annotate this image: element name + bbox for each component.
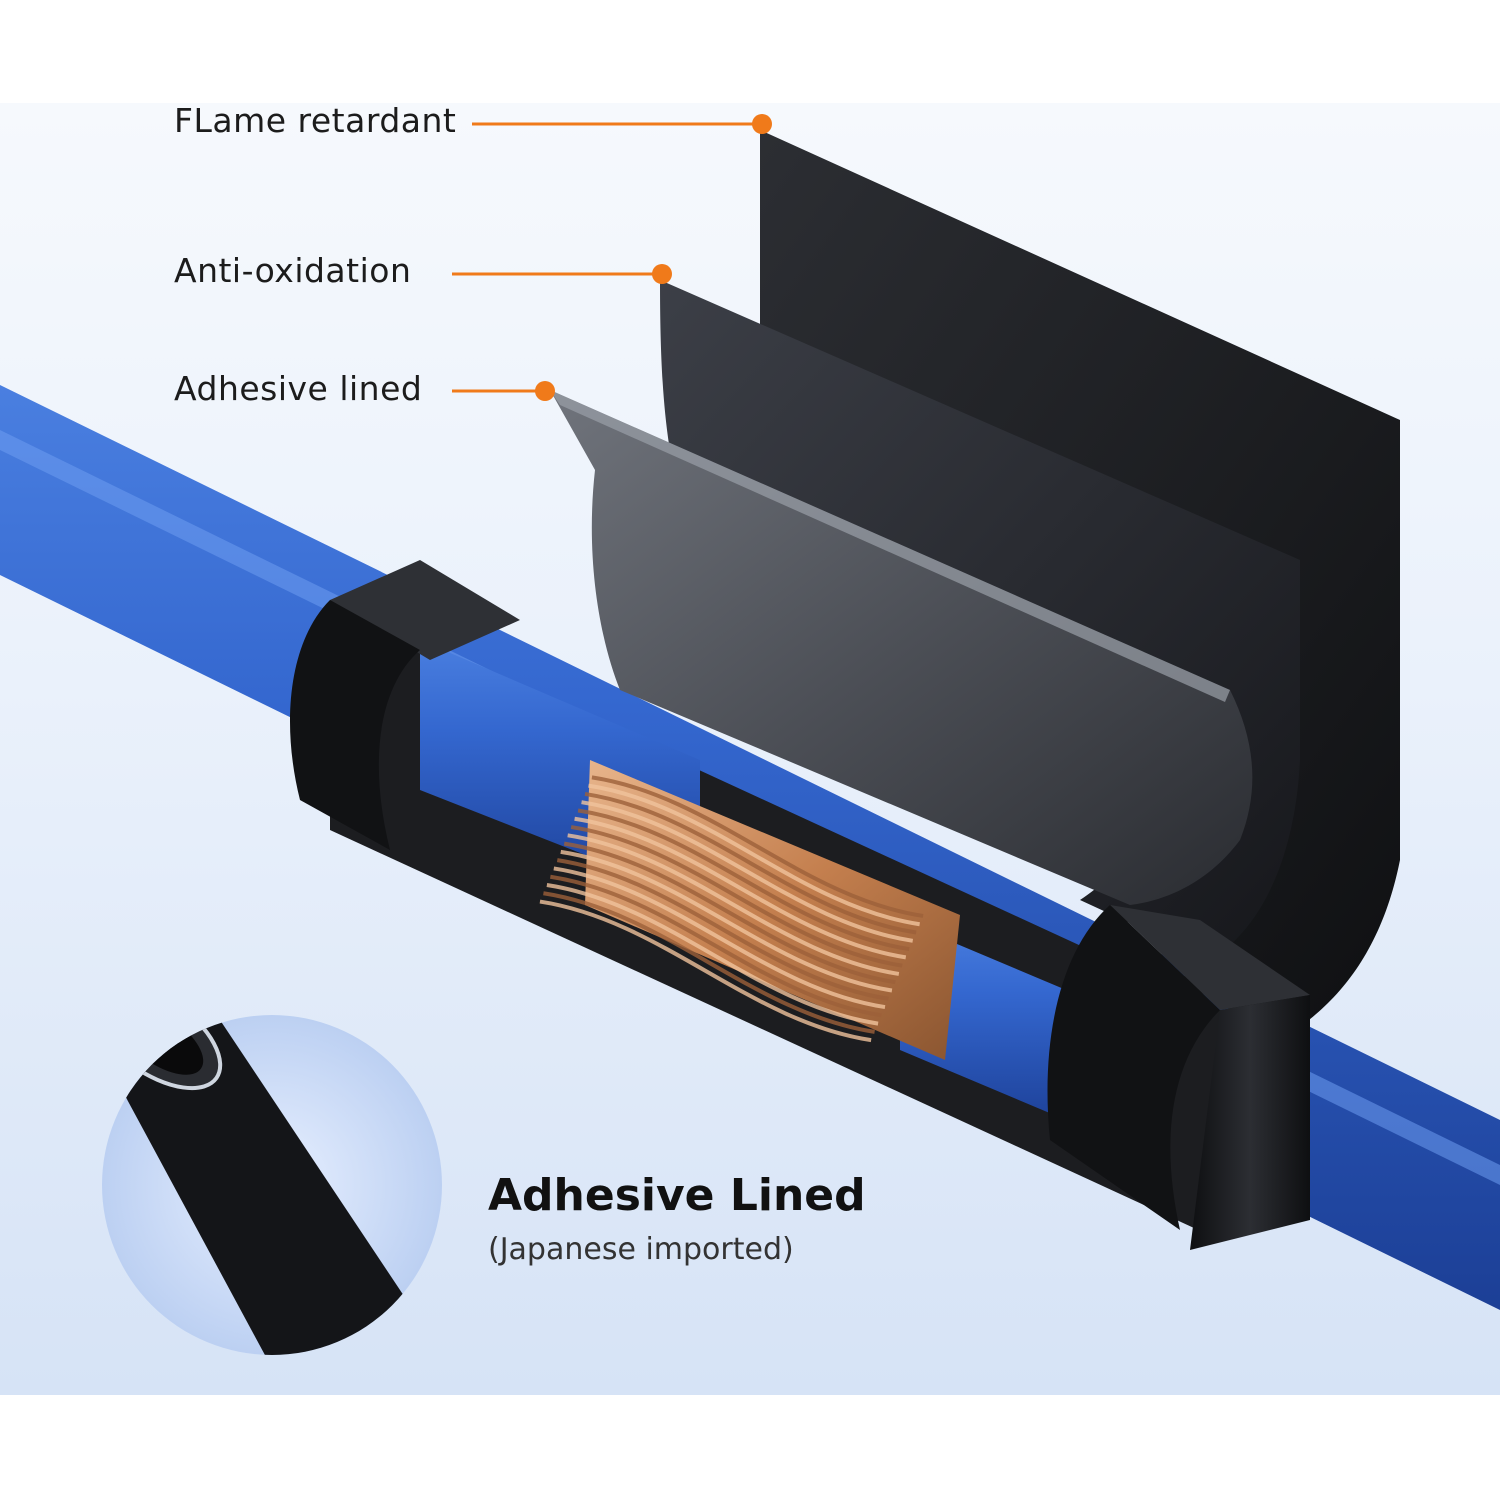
adhesive-lined-layer bbox=[550, 390, 1253, 905]
callout-adhesive-lined: Adhesive lined bbox=[174, 369, 423, 408]
sleeve-end-ring-right bbox=[1047, 905, 1310, 1250]
copper-strand bbox=[591, 775, 924, 918]
copper-strand bbox=[584, 791, 917, 935]
copper-strand bbox=[570, 825, 903, 968]
copper-strand bbox=[588, 783, 920, 927]
copper-strand bbox=[546, 883, 879, 1026]
copper-strand bbox=[543, 891, 875, 1034]
feature-subtitle: (Japanese imported) bbox=[488, 1232, 794, 1267]
copper-strand-core bbox=[539, 760, 960, 1060]
callout-flame-retardant: FLame retardant bbox=[174, 101, 457, 140]
copper-strand bbox=[560, 849, 893, 993]
copper-strand bbox=[553, 866, 886, 1010]
tubing-cross-section-inset bbox=[102, 1015, 442, 1355]
copper-strand bbox=[574, 816, 907, 960]
feature-title: Adhesive Lined bbox=[488, 1170, 866, 1221]
copper-strand bbox=[577, 808, 910, 952]
callout-leaders bbox=[452, 114, 772, 401]
copper-strand bbox=[556, 858, 889, 1001]
copper-strand bbox=[581, 800, 914, 943]
sleeve-end-ring-left bbox=[290, 560, 520, 850]
copper-strand bbox=[567, 833, 900, 976]
copper-strand bbox=[563, 841, 896, 985]
copper-strand bbox=[550, 874, 882, 1018]
copper-strand bbox=[539, 899, 872, 1043]
callout-anti-oxidation: Anti-oxidation bbox=[174, 251, 412, 290]
